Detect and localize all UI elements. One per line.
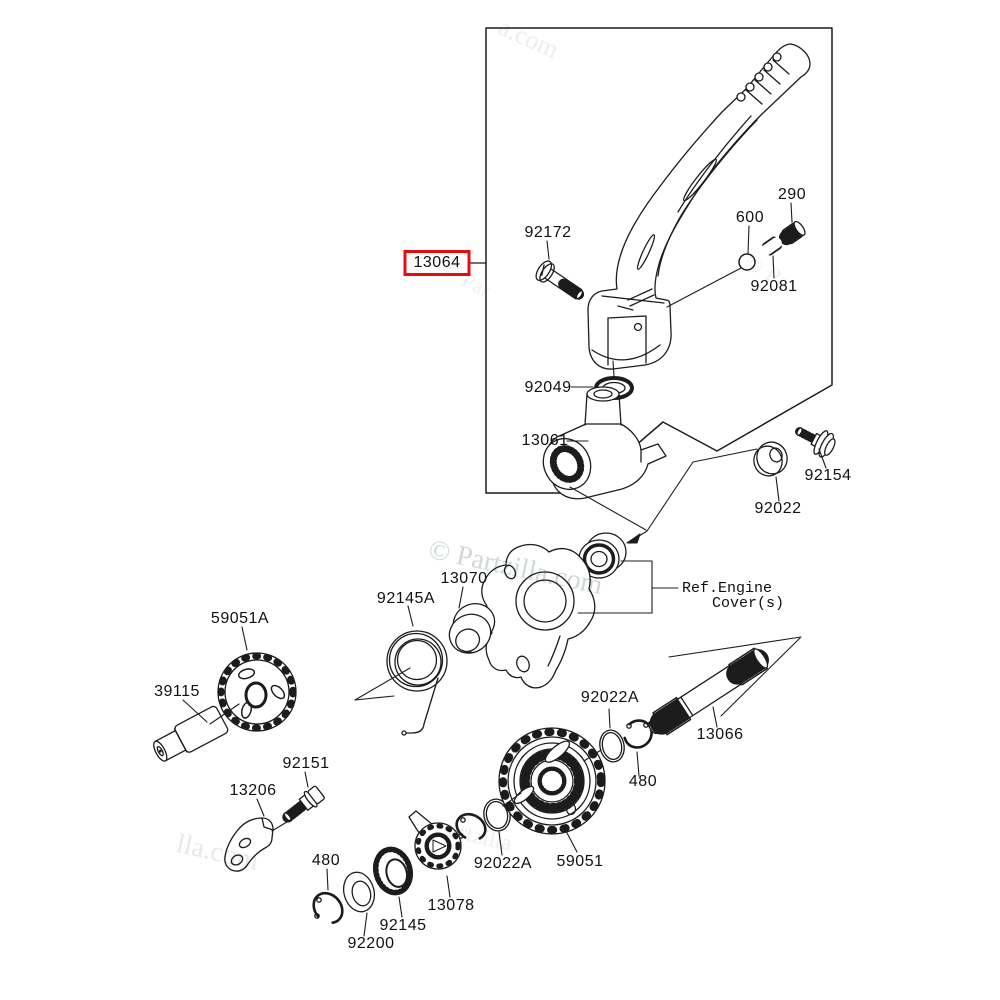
assembly-box-outline [486, 28, 832, 493]
part-label-13206: 13206 [229, 782, 277, 799]
part-label-13066: 13066 [696, 726, 744, 743]
part-label-92022A-b: 92022A [580, 689, 640, 706]
part-label-13061: 13061 [521, 432, 569, 449]
pedal-inner-edge2 [678, 116, 751, 212]
pedal-blade-highlight [681, 157, 719, 203]
part-label-92145A: 92145A [376, 590, 436, 607]
circlip-480-a [308, 887, 348, 928]
spindle-39115 [149, 705, 229, 766]
ball-600 [739, 254, 755, 270]
kick-pedal-13064 [588, 44, 810, 369]
part-label-92049: 92049 [524, 379, 572, 396]
pedal-boss-details [592, 289, 664, 365]
holder-13061 [534, 387, 666, 499]
pedal-inner-edge [658, 120, 757, 276]
part-label-92081: 92081 [750, 278, 798, 295]
part-label-92145: 92145 [379, 917, 427, 934]
ring-92022A-b [597, 728, 627, 764]
guide-13206 [225, 818, 273, 871]
spring-92081 [762, 236, 782, 255]
leader-lines [183, 203, 826, 936]
collar-92145 [368, 843, 417, 899]
bolt-92151 [280, 784, 326, 825]
bearing-13070 [440, 597, 505, 660]
part-label-13078: 13078 [427, 897, 475, 914]
part-label-59051A: 59051A [210, 610, 270, 627]
washer-92200 [339, 869, 378, 915]
ref-engine-cover-note-line1: Ref.Engine [682, 580, 773, 597]
shaft-13066 [644, 645, 771, 740]
engine-cover [482, 545, 595, 688]
part-label-92151: 92151 [282, 755, 330, 772]
plug-290 [781, 220, 807, 245]
gear-59051 [499, 728, 605, 834]
part-label-92022A-a: 92022A [473, 855, 533, 872]
part-label-13064: 13064 [403, 250, 471, 276]
oil-seal [579, 533, 626, 578]
ref-engine-cover-note-line2: Cover(s) [712, 595, 785, 612]
part-label-480-b: 480 [628, 773, 658, 790]
part-label-92022: 92022 [754, 500, 802, 517]
part-label-480-a: 480 [311, 852, 341, 869]
pedal-blade-highlight2 [635, 234, 656, 271]
part-label-290: 290 [777, 186, 807, 203]
part-label-92154: 92154 [804, 467, 852, 484]
part-label-39115: 39115 [154, 683, 200, 700]
gear-59051A [218, 653, 296, 731]
part-label-92200: 92200 [347, 935, 395, 952]
screw-92172 [533, 259, 587, 305]
part-label-600: 600 [735, 209, 765, 226]
part-label-59051: 59051 [556, 853, 604, 870]
part-label-13070: 13070 [440, 570, 488, 587]
washer-92022 [750, 438, 792, 480]
bolt-92154 [792, 419, 839, 460]
pawl-13078 [409, 811, 461, 869]
footpeg-serrations [737, 53, 789, 104]
part-label-92172: 92172 [524, 224, 572, 241]
spring-92145A [387, 631, 447, 735]
